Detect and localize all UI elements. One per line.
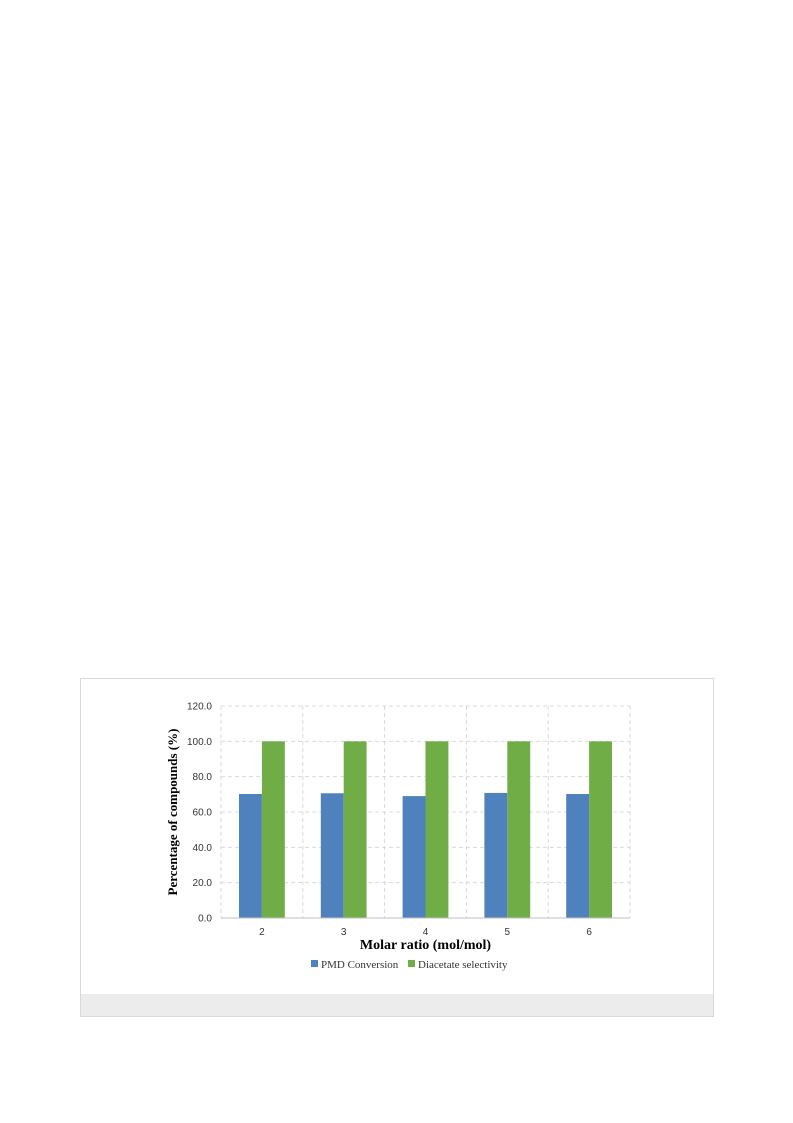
figure-footer-bar <box>81 994 713 1016</box>
bar-pmd-conversion-4 <box>402 796 426 918</box>
x-tick-label: 3 <box>341 927 347 938</box>
x-tick-labels: 2 3 4 5 6 <box>259 927 592 938</box>
bars <box>238 741 613 918</box>
bar-diacetate-selectivity-4 <box>425 741 449 918</box>
y-tick-label: 40.0 <box>193 843 213 854</box>
y-tick-label: 80.0 <box>193 772 213 783</box>
x-tick-label: 4 <box>423 927 429 938</box>
bar-pmd-conversion-2 <box>238 793 262 918</box>
y-tick-label: 20.0 <box>193 878 213 889</box>
bar-pmd-conversion-3 <box>320 793 344 918</box>
bar-pmd-conversion-5 <box>484 792 508 918</box>
bar-pmd-conversion-6 <box>566 793 590 918</box>
y-tick-label: 60.0 <box>193 808 213 819</box>
legend-swatch <box>311 960 318 967</box>
y-tick-label: 100.0 <box>187 737 212 748</box>
x-tick-label: 2 <box>259 927 265 938</box>
legend-label: PMD Conversion <box>321 959 399 971</box>
legend: PMD Conversion Diacetate selectivity <box>311 959 508 971</box>
bar-diacetate-selectivity-6 <box>589 741 613 918</box>
bar-diacetate-selectivity-5 <box>507 741 531 918</box>
y-axis-title: Percentage of compounds (%) <box>165 729 180 896</box>
y-tick-label: 0.0 <box>198 914 212 925</box>
bar-diacetate-selectivity-2 <box>261 741 285 918</box>
x-tick-label: 5 <box>505 927 511 938</box>
legend-label: Diacetate selectivity <box>418 959 508 971</box>
figure-panel: 0.0 20.0 40.0 60.0 80.0 100.0 120.0 2 3 4 5 6 Perc… <box>80 678 714 1017</box>
x-tick-label: 6 <box>586 927 592 938</box>
legend-swatch <box>408 960 415 967</box>
y-tick-label: 120.0 <box>187 702 212 713</box>
x-axis-title: Molar ratio (mol/mol) <box>360 938 491 953</box>
y-tick-labels: 0.0 20.0 40.0 60.0 80.0 100.0 120.0 <box>187 702 212 925</box>
bar-chart: 0.0 20.0 40.0 60.0 80.0 100.0 120.0 2 3 4 5 6 Perc… <box>165 702 631 971</box>
bar-diacetate-selectivity-3 <box>343 741 367 918</box>
